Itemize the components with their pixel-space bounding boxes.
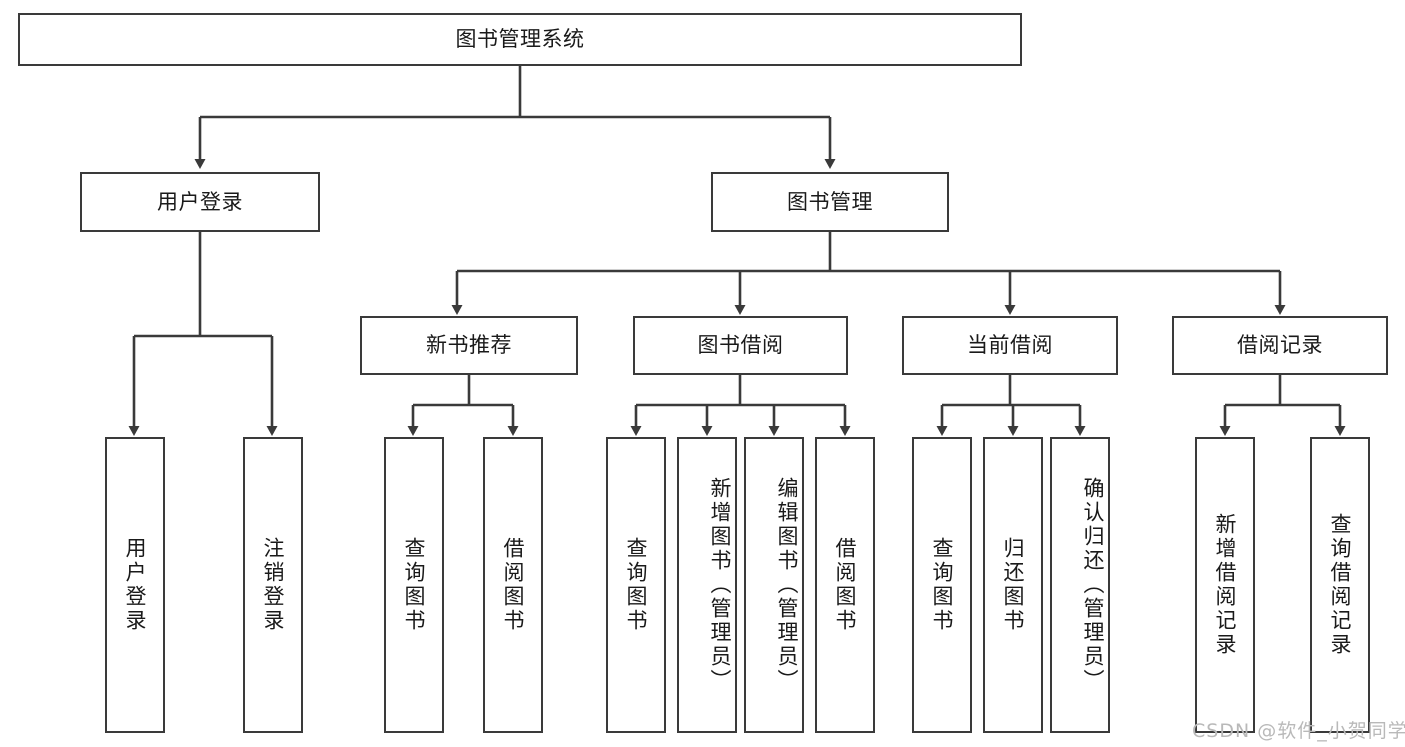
node-new-book-recommendation[interactable]: 新书推荐 <box>360 316 578 375</box>
leaf-new-book-query[interactable]: 查询图书 <box>384 437 444 733</box>
leaf-book-borrow-edit[interactable]: 编辑图书（管理员） <box>744 437 804 733</box>
leaf-label: 借阅图书 <box>833 537 857 633</box>
leaf-label: 查询图书 <box>930 537 954 633</box>
node-book-borrow[interactable]: 图书借阅 <box>633 316 848 375</box>
leaf-borrow-record-query[interactable]: 查询借阅记录 <box>1310 437 1370 733</box>
leaf-label: 注销登录 <box>261 537 285 633</box>
leaf-book-borrow-add[interactable]: 新增图书（管理员） <box>677 437 737 733</box>
leaf-current-borrow-query[interactable]: 查询图书 <box>912 437 972 733</box>
node-book-management[interactable]: 图书管理 <box>711 172 949 232</box>
leaf-new-book-borrow[interactable]: 借阅图书 <box>483 437 543 733</box>
leaf-label: 新增借阅记录 <box>1213 513 1237 657</box>
leaf-book-borrow-borrow[interactable]: 借阅图书 <box>815 437 875 733</box>
leaf-current-borrow-confirm-return[interactable]: 确认归还（管理员） <box>1050 437 1110 733</box>
leaf-label: 查询借阅记录 <box>1328 513 1352 657</box>
node-borrow-record[interactable]: 借阅记录 <box>1172 316 1388 375</box>
leaf-label: 查询图书 <box>624 537 648 633</box>
node-current-borrow[interactable]: 当前借阅 <box>902 316 1118 375</box>
leaf-label: 查询图书 <box>402 537 426 633</box>
leaf-user-login-login[interactable]: 用户登录 <box>105 437 165 733</box>
node-user-login[interactable]: 用户登录 <box>80 172 320 232</box>
leaf-user-login-logout[interactable]: 注销登录 <box>243 437 303 733</box>
node-root-system[interactable]: 图书管理系统 <box>18 13 1022 66</box>
leaf-label: 用户登录 <box>123 537 147 633</box>
leaf-label: 借阅图书 <box>501 537 525 633</box>
watermark-text: CSDN @软件_小贺同学 <box>1192 720 1405 742</box>
leaf-label: 确认归还（管理员） <box>1081 477 1105 693</box>
leaf-label: 新增图书（管理员） <box>708 477 732 693</box>
leaf-borrow-record-add[interactable]: 新增借阅记录 <box>1195 437 1255 733</box>
leaf-current-borrow-return[interactable]: 归还图书 <box>983 437 1043 733</box>
leaf-label: 归还图书 <box>1001 537 1025 633</box>
leaf-label: 编辑图书（管理员） <box>775 477 799 693</box>
leaf-book-borrow-query[interactable]: 查询图书 <box>606 437 666 733</box>
